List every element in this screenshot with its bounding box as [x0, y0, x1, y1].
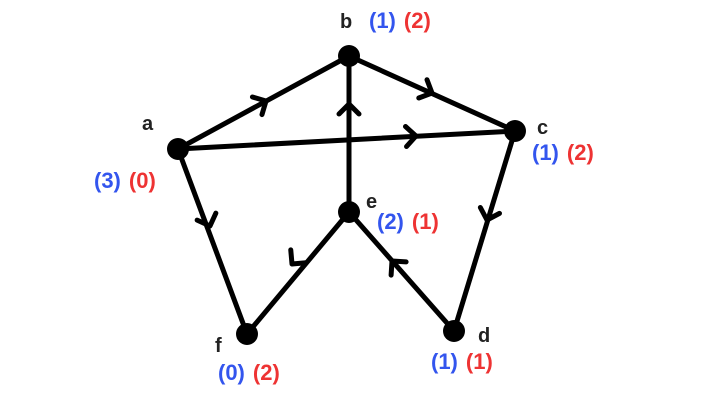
arrow-icon-a-f	[194, 210, 219, 229]
in-degree-c: (1)	[532, 140, 559, 165]
out-degree-d: (1)	[465, 349, 493, 374]
arrow-icon-d-e	[388, 258, 409, 278]
edges	[175, 53, 518, 337]
out-degree-b: (2)	[403, 8, 431, 33]
in-degree-d: (1)	[431, 349, 458, 374]
edge-e-f	[244, 209, 352, 337]
node-label-b: b	[340, 11, 353, 33]
degree-label-b: (1) (2)	[369, 10, 431, 32]
node-e	[338, 201, 360, 223]
node-label-f: f	[215, 335, 222, 357]
node-label-a: a	[142, 113, 154, 135]
out-degree-f: (2)	[252, 360, 280, 385]
arrow-icon-e-b	[336, 101, 362, 117]
arrow-icon-a-b	[249, 94, 269, 118]
node-f	[236, 323, 258, 345]
in-degree-e: (2)	[377, 209, 404, 234]
degree-label-d: (1) (1)	[431, 351, 493, 373]
edge-c-d	[451, 128, 518, 334]
out-degree-e: (1)	[411, 209, 439, 234]
node-a	[167, 138, 189, 160]
nodes	[167, 45, 526, 345]
arrow-icon-c-d	[477, 205, 502, 223]
out-degree-a: (0)	[128, 168, 156, 193]
node-d	[443, 320, 465, 342]
arrow-icon-b-c	[416, 77, 435, 101]
edge-a-f	[175, 146, 250, 337]
in-degree-b: (1)	[369, 8, 396, 33]
degree-label-e: (2) (1)	[377, 211, 439, 233]
in-degree-a: (3)	[94, 168, 121, 193]
arrowheads	[194, 77, 502, 278]
degree-label-c: (1) (2)	[532, 142, 594, 164]
in-degree-f: (0)	[218, 360, 245, 385]
degree-label-f: (0) (2)	[218, 362, 280, 384]
arrow-icon-a-c	[402, 124, 419, 150]
node-label-e: e	[366, 191, 378, 213]
edge-d-e	[346, 209, 457, 334]
node-label-d: d	[478, 325, 491, 347]
node-b	[338, 45, 360, 67]
node-label-c: c	[537, 117, 549, 139]
node-c	[504, 120, 526, 142]
out-degree-c: (2)	[566, 140, 594, 165]
arrow-icon-e-f	[288, 247, 309, 267]
degree-label-a: (3) (0)	[94, 170, 156, 192]
